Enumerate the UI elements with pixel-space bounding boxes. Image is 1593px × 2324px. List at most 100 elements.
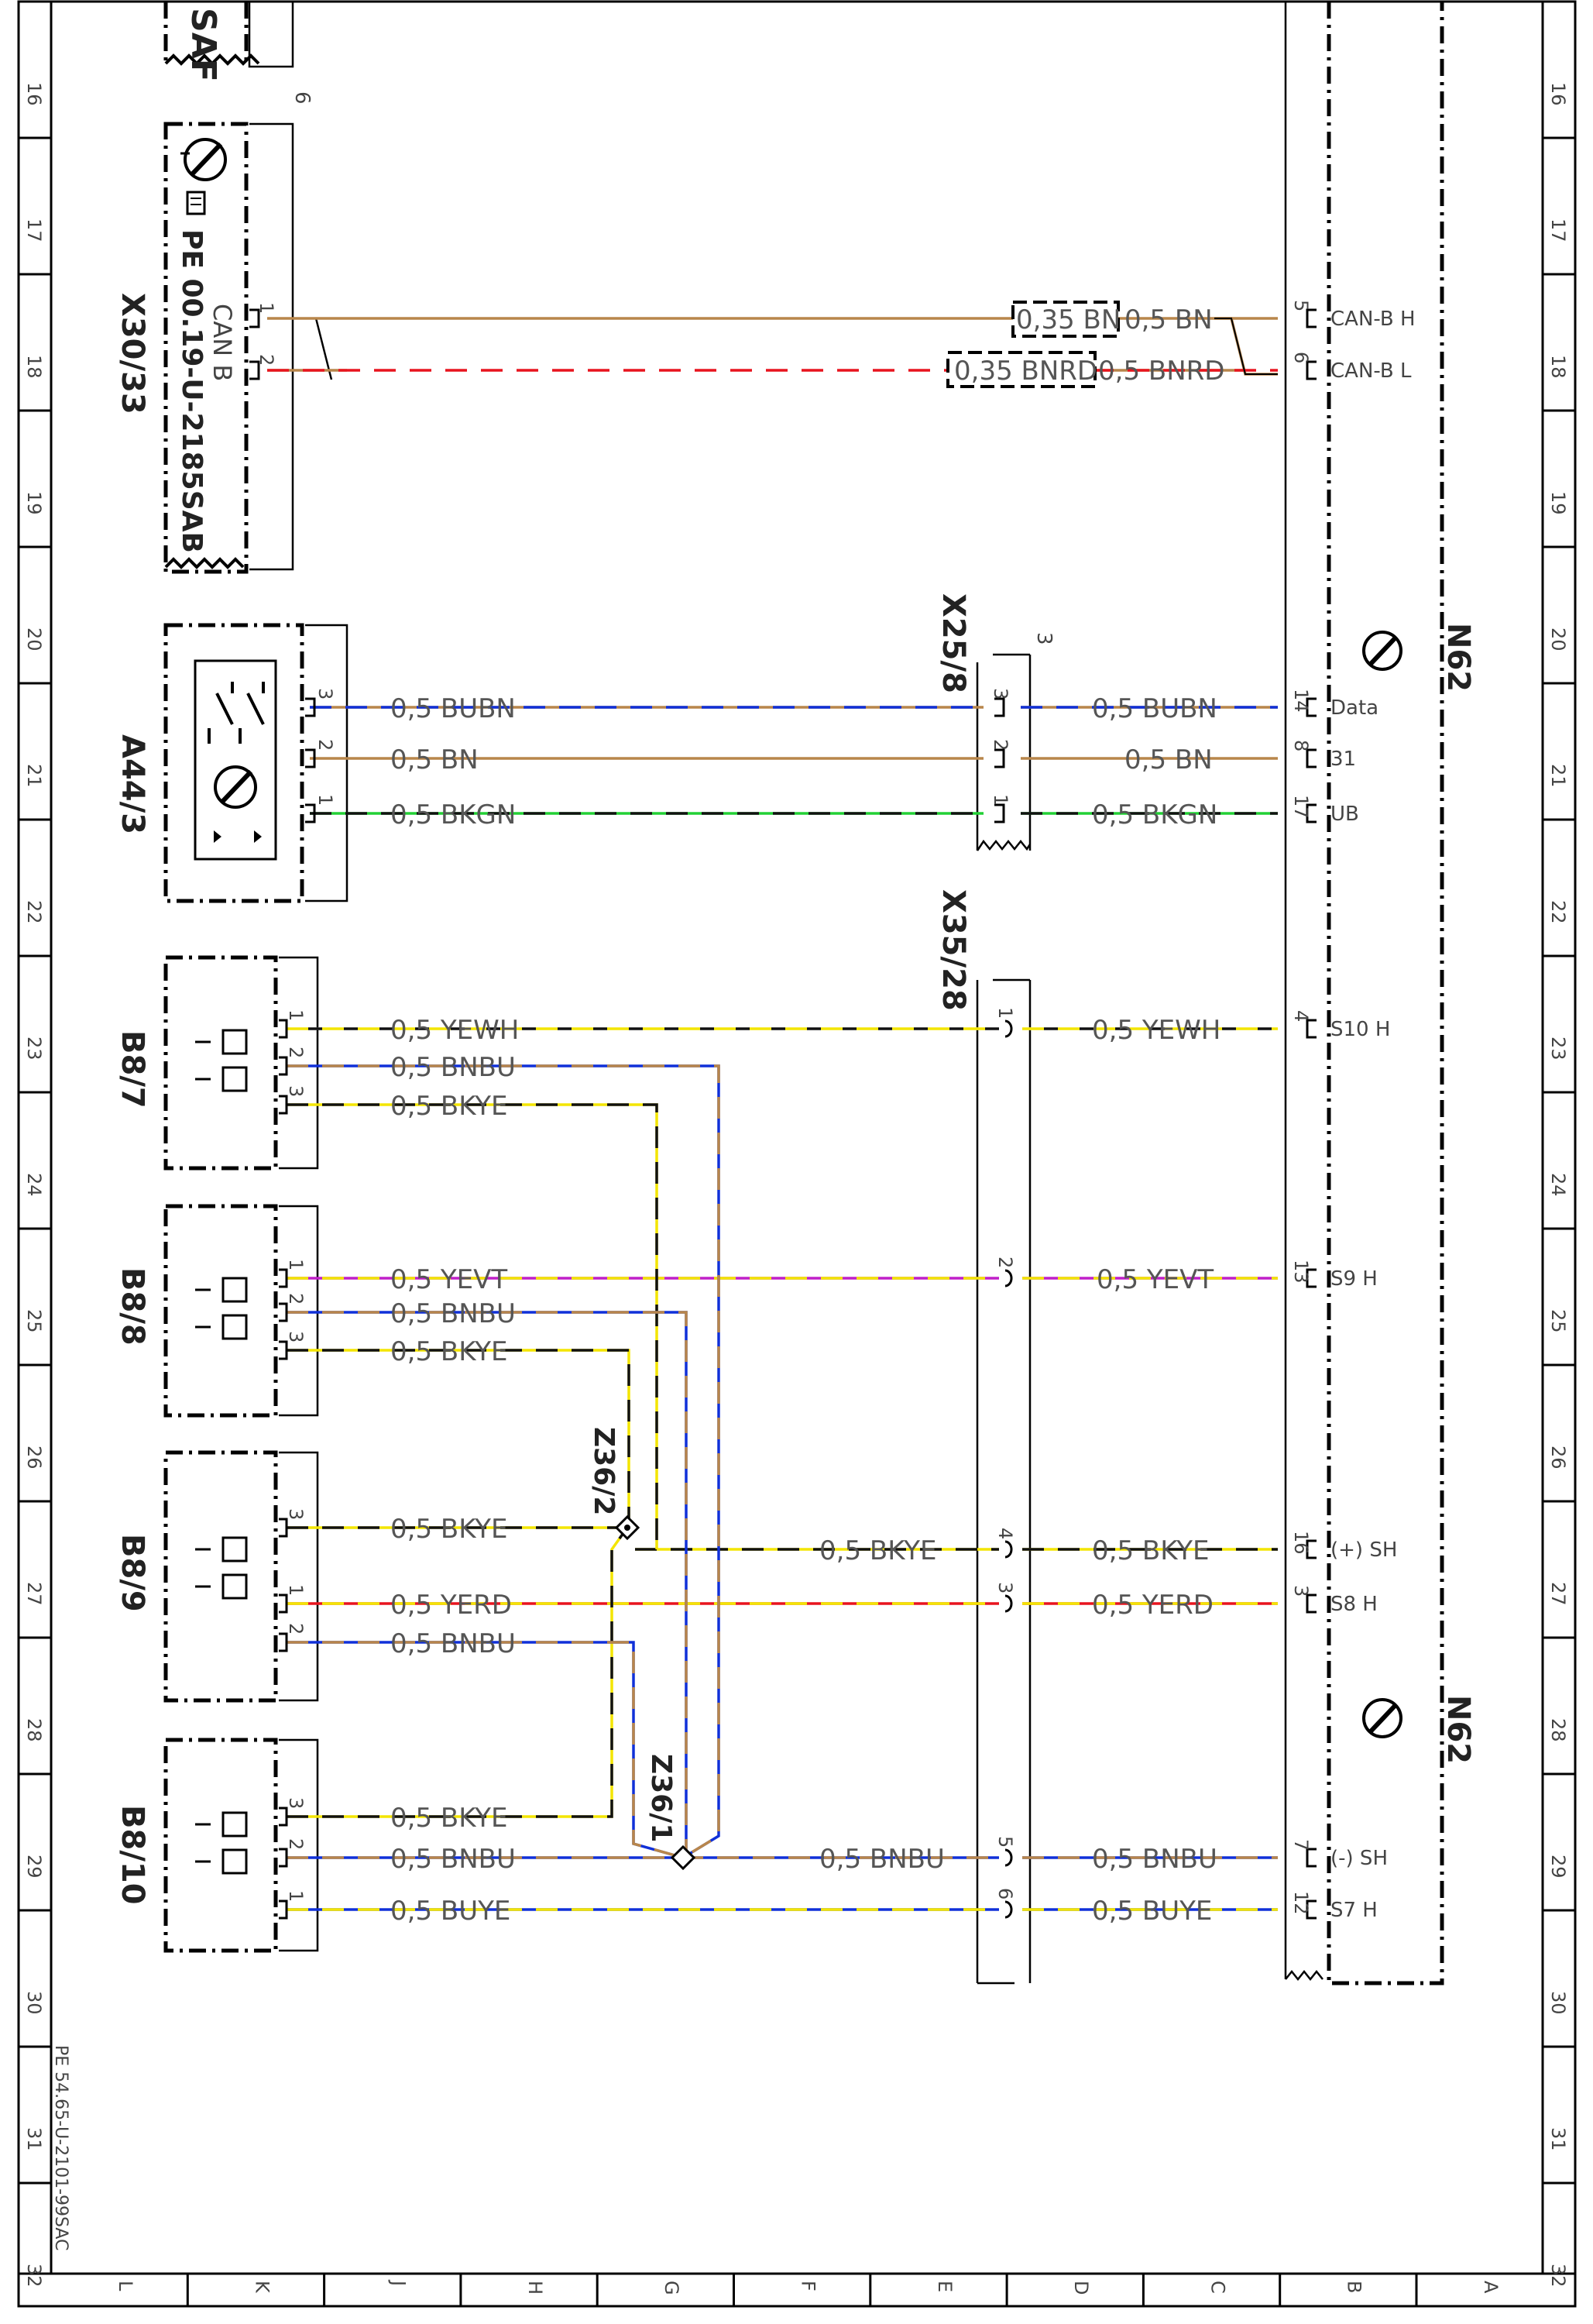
pin-numbers: 1 2 3 2 1 3 2 1 1 2 3 1 2 3 3 1 2 3 2 1 … [256, 302, 1016, 1902]
wire-label: 0,5 BKYE [1092, 1535, 1210, 1566]
row-grid-label: 20 [23, 627, 45, 651]
n62-pin-label: CAN-B L [1330, 359, 1412, 383]
row-grid-label: 25 [23, 1309, 45, 1333]
pin-number: 1 [285, 1584, 307, 1596]
wire-label-texts: 0,35 BN 0,5 BN 0,35 BNRD 0,5 BNRD 0,5 BU… [390, 304, 1224, 1927]
margin-reference: PE 54.65-U-2101-99SAC [51, 2045, 70, 2250]
wire-label: 0,35 BN [1016, 304, 1121, 335]
pin-number: 4 [994, 1528, 1016, 1539]
can-wire-label-boxes [946, 301, 1120, 388]
pin-number: 2 [285, 1623, 307, 1635]
column-grid-label: A [1480, 2281, 1502, 2294]
n62-pin-label: S8 H [1330, 1593, 1378, 1616]
row-grid-label: 27 [1547, 1582, 1569, 1606]
column-grid-label: H [524, 2281, 546, 2295]
manual-icon [186, 191, 206, 215]
component-x35-28 [976, 978, 1032, 1985]
wire-label: 0,5 BNBU [1092, 1844, 1217, 1875]
a44-3-name: A44/3 [115, 734, 150, 834]
column-grid-label: E [934, 2281, 956, 2292]
component-n62 [1284, 2, 1444, 1985]
component-a44-3 [163, 623, 348, 903]
column-grid-label: J [388, 2279, 410, 2286]
connector-pins [249, 308, 1317, 1920]
wires [267, 317, 1278, 1911]
row-grid-label: 23 [23, 1037, 45, 1061]
n62-pin-number: 7 [1290, 1839, 1312, 1851]
row-grid-label: 27 [23, 1582, 45, 1606]
n62-pin-number: 12 [1290, 1891, 1312, 1915]
wire-label: 0,5 BNRD [1098, 356, 1224, 387]
wire-label: 0,5 BKYE [819, 1535, 937, 1566]
wire-label: 0,5 BN [1124, 744, 1213, 775]
pin-number: 3 [994, 1582, 1016, 1593]
x25-8-name: X25/8 [936, 593, 971, 693]
row-grid-label: 17 [1547, 218, 1569, 242]
pin-number: 3 [285, 1797, 307, 1809]
n62-pin-number: 13 [1290, 1260, 1312, 1284]
wire-label: 0,5 BUBN [1092, 693, 1217, 724]
pin-number: 3 [314, 688, 336, 700]
pin-number: 1 [314, 794, 336, 806]
n62-pin-number: 14 [1290, 689, 1312, 713]
pin-number: 1 [256, 302, 277, 314]
n62-name-bottom: N62 [1440, 1695, 1476, 1764]
wire-label: 0,5 BN [390, 744, 479, 775]
row-grid-label: 21 [1547, 764, 1569, 788]
sensor-boxes [163, 955, 319, 1953]
n62-pin-label: CAN-B H [1330, 308, 1416, 331]
x25-8-side-num: 3 [1032, 632, 1056, 645]
wire-label: 0,35 BNRD [954, 356, 1097, 387]
row-grid-label: 31 [23, 2127, 45, 2151]
row-grid-label: 32 [23, 2264, 45, 2288]
z36-1-label: Z36/1 [645, 1754, 677, 1842]
b8-7-name: B8/7 [115, 1030, 150, 1109]
wire-label: 0,5 BNBU [390, 1052, 516, 1083]
n62-pin-label: S9 H [1330, 1267, 1378, 1291]
wire-label: 0,5 BNBU [390, 1298, 516, 1329]
pin-number: 6 [994, 1888, 1016, 1899]
x30-33-ref: PE 00.19-U-2185SAB [176, 229, 208, 553]
row-grid-label: 22 [1547, 900, 1569, 924]
x35-28-name: X35/28 [936, 889, 971, 1011]
column-grid-ticks [186, 2274, 1418, 2306]
n62-pin-number: 4 [1290, 1010, 1312, 1022]
row-grid-label: 24 [23, 1173, 45, 1197]
pin-number: 1 [990, 794, 1011, 806]
pin-number: 3 [285, 1085, 307, 1097]
column-grid-label: B [1344, 2281, 1365, 2293]
pin-number: 3 [990, 688, 1011, 700]
row-grid-label: 25 [1547, 1309, 1569, 1333]
row-grid-label: 26 [23, 1446, 45, 1470]
x30-33-can-label: CAN B [208, 304, 237, 381]
wire-label: 0,5 BNBU [390, 1628, 516, 1659]
splice-z36-2 [614, 1514, 640, 1541]
wire-label: 0,5 YEVT [1097, 1264, 1214, 1295]
column-grid-label: F [798, 2281, 819, 2291]
saf-label: SAF [184, 8, 223, 82]
wire-label: 0,5 BUYE [390, 1896, 510, 1927]
n62-pin-number: 5 [1290, 300, 1312, 311]
n62-pin-number: 16 [1290, 1531, 1312, 1555]
wire-label: 0,5 BKYE [390, 1091, 508, 1122]
wire-label: 0,5 BKYE [390, 1803, 508, 1834]
pin-number: 1 [285, 1259, 307, 1270]
pin-number: 3 [285, 1331, 307, 1342]
row-grid-label: 22 [23, 900, 45, 924]
row-grid-label: 20 [1547, 627, 1569, 651]
wire-label: 0,5 BUYE [1092, 1896, 1212, 1927]
n62-pin-label: S7 H [1330, 1899, 1378, 1922]
wrench-icon [180, 138, 227, 181]
row-grid-label: 24 [1547, 1173, 1569, 1197]
row-grid-label: 18 [23, 355, 45, 379]
row-grid-label: 18 [1547, 355, 1569, 379]
n62-pin-label: 31 [1330, 748, 1356, 771]
x30-33-side-num: 6 [290, 91, 314, 105]
wire-label: 0,5 BN [1124, 304, 1213, 335]
row-grid-label: 32 [1547, 2264, 1569, 2288]
pin-number: 1 [285, 1009, 307, 1021]
wire-label: 0,5 BNBU [390, 1844, 516, 1875]
row-grid-ticks [19, 136, 1575, 2185]
